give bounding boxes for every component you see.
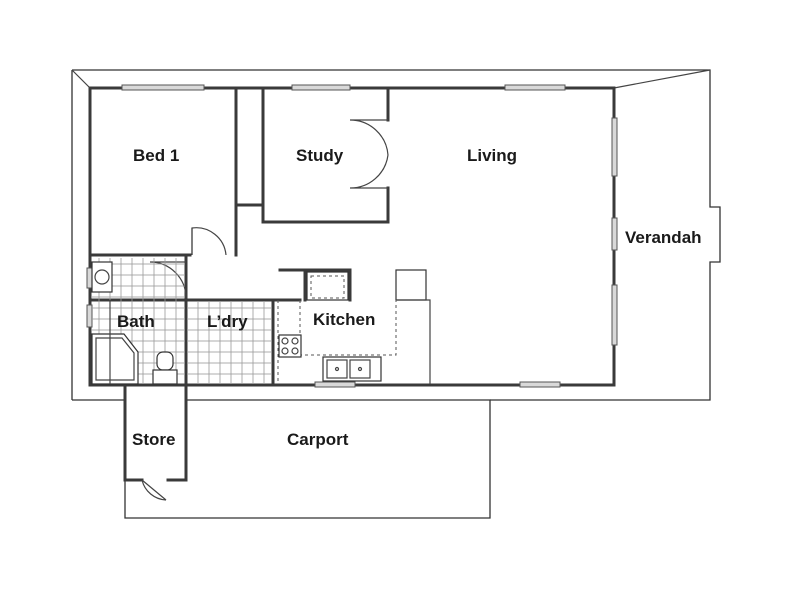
room-label-store: Store (132, 430, 176, 449)
room-label-living: Living (467, 146, 518, 165)
room-label-verandah: Verandah (625, 228, 702, 247)
room-label-bath: Bath (117, 312, 155, 331)
room-label-laundry: L’dry (207, 312, 248, 331)
verandah-outline (71, 69, 721, 401)
bath-fixtures (91, 261, 178, 385)
room-label-kitchen: Kitchen (313, 310, 376, 329)
room-label-carport: Carport (287, 430, 349, 449)
store-walls (123, 386, 188, 501)
room-label-bed1: Bed 1 (133, 146, 180, 165)
carport-outline (124, 399, 491, 519)
room-label-study: Study (296, 146, 344, 165)
kitchen-fixtures (277, 269, 431, 384)
